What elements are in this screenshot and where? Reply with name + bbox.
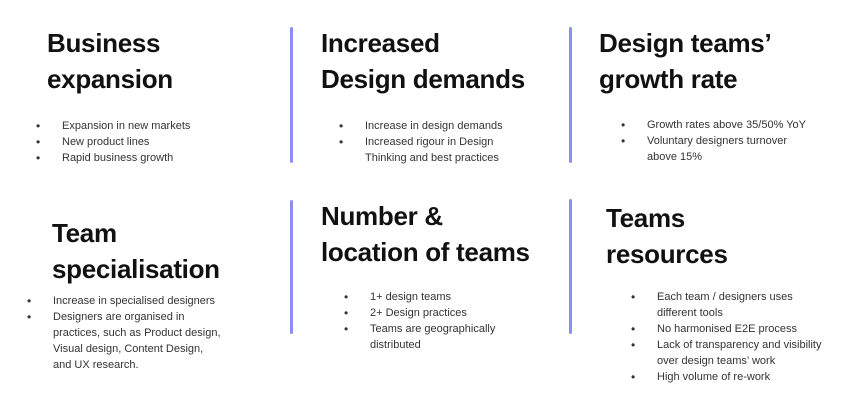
bullet-text: Increase in specialised designers bbox=[53, 295, 216, 307]
bullet-dot-icon: • bbox=[631, 322, 636, 336]
bullet-dot-icon: • bbox=[36, 151, 41, 165]
bullet-item: • Rapid business growth bbox=[36, 150, 190, 166]
bullet-dot-icon: • bbox=[27, 294, 32, 308]
section-title-line: location of teams bbox=[321, 237, 530, 267]
section-title: Design teams’ growth rate bbox=[599, 25, 772, 97]
bullet-dot-icon: • bbox=[339, 135, 344, 149]
bullet-text: 1+ design teams bbox=[370, 291, 452, 303]
bullet-item: • No harmonised E2E process bbox=[631, 321, 821, 337]
section-title-line: expansion bbox=[47, 64, 173, 94]
bullet-item: • Increase in specialised designers bbox=[27, 293, 221, 309]
bullet-item: • 2+ Design practices bbox=[344, 305, 495, 321]
bullet-text: New product lines bbox=[62, 136, 150, 148]
bullet-dot-icon: • bbox=[36, 135, 41, 149]
section-title: Teams resources bbox=[606, 200, 728, 272]
bullet-list: • Growth rates above 35/50% YoY • Voluntary… bbox=[621, 117, 806, 165]
section-title-line: Design teams’ bbox=[599, 28, 772, 58]
bullet-text: Growth rates above 35/50% YoY bbox=[647, 119, 806, 131]
bullet-item: • Increase in design demands bbox=[339, 118, 503, 134]
bullet-dot-icon: • bbox=[344, 322, 349, 336]
bullet-item: • 1+ design teams bbox=[344, 289, 495, 305]
section-title-line: Number & bbox=[321, 201, 443, 231]
bullet-dot-icon: • bbox=[621, 134, 626, 148]
bullet-text: High volume of re-work bbox=[657, 371, 771, 383]
column-divider-bottom-right bbox=[569, 199, 572, 334]
bullet-dot-icon: • bbox=[631, 290, 636, 304]
bullet-dot-icon: • bbox=[27, 310, 32, 324]
column-divider-top-left bbox=[290, 27, 293, 163]
bullet-dot-icon: • bbox=[631, 370, 636, 384]
bullet-text: Increase in design demands bbox=[365, 120, 503, 132]
bullet-text: No harmonised E2E process bbox=[657, 323, 798, 335]
bullet-text: 2+ Design practices bbox=[370, 307, 467, 319]
bullet-text: Rapid business growth bbox=[62, 152, 174, 164]
bullet-item: • Growth rates above 35/50% YoY bbox=[621, 117, 806, 133]
bullet-dot-icon: • bbox=[344, 306, 349, 320]
section-title-line: Teams bbox=[606, 203, 685, 233]
column-divider-bottom-left bbox=[290, 200, 293, 334]
bullet-dot-icon: • bbox=[36, 119, 41, 133]
bullet-dot-icon: • bbox=[631, 338, 636, 352]
section-title-line: Business bbox=[47, 28, 161, 58]
section-title-line: specialisation bbox=[52, 254, 220, 284]
bullet-text: Expansion in new markets bbox=[62, 120, 191, 132]
section-title: Business expansion bbox=[47, 25, 173, 97]
section-title-line: growth rate bbox=[599, 64, 738, 94]
section-title-line: Design demands bbox=[321, 64, 525, 94]
column-divider-top-right bbox=[569, 27, 572, 163]
section-title: Team specialisation bbox=[52, 215, 220, 287]
bullet-item: • Expansion in new markets bbox=[36, 118, 190, 134]
bullet-list: • Increase in specialised designers • Desig… bbox=[27, 293, 221, 373]
bullet-list: • Expansion in new markets • New product li… bbox=[36, 118, 190, 166]
bullet-item: • New product lines bbox=[36, 134, 190, 150]
section-title-line: resources bbox=[606, 239, 728, 269]
section-title-line: Team bbox=[52, 218, 117, 248]
bullet-dot-icon: • bbox=[344, 290, 349, 304]
section-title-line: Increased bbox=[321, 28, 440, 58]
bullet-list: • Increase in design demands • Increased ri… bbox=[339, 118, 503, 166]
bullet-dot-icon: • bbox=[339, 119, 344, 133]
bullet-item: • High volume of re-work bbox=[631, 369, 821, 385]
section-title: Number & location of teams bbox=[321, 198, 530, 270]
bullet-dot-icon: • bbox=[621, 118, 626, 132]
bullet-list: • 1+ design teams • 2+ Design practices • Tea… bbox=[344, 289, 495, 353]
